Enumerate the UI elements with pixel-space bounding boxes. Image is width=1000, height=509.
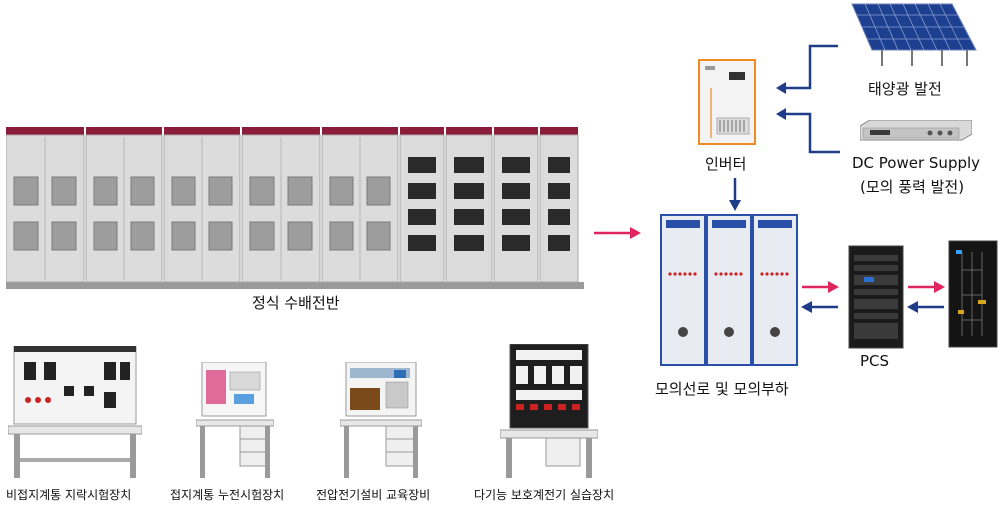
arrow-grid-to-pcs [906,300,946,314]
arrow-pcs-to-sim [800,300,840,314]
arrow-pcs-to-grid [906,280,946,294]
arrow-inverter-to-sim [728,178,742,212]
trainer3-label: 전압전기설비 교육장비 [316,488,431,502]
arrow-sim-to-pcs [800,280,840,294]
sim-line-load-image [660,214,798,366]
trainer1-label: 비접지계통 지락시험장치 [6,488,132,502]
trainer2-label: 접지계통 누전시험장치 [170,488,285,502]
trainer1-image [8,346,142,480]
grid-cabinet-image [948,240,998,348]
sim-line-load-label: 모의선로 및 모의부하 [655,380,789,398]
arrow-to-sim-line [594,226,642,240]
dc-supply-label-line1: DC Power Supply [852,154,981,172]
switchboard-image [6,127,584,289]
trainer2-image [196,362,274,480]
dc-supply-label-line2: (모의 풍력 발전) [860,178,965,196]
trainer3-image [340,362,422,480]
switchboard-label: 정식 수배전반 [252,294,340,312]
solar-panel-icon [842,2,978,68]
inverter-cabinet-icon [697,58,757,146]
trainer4-label: 다기능 보호계전기 실습장치 [474,488,615,502]
trainer4-image [500,344,598,480]
inverter-label: 인버터 [705,155,747,173]
solar-label: 태양광 발전 [868,80,942,98]
pcs-label: PCS [860,352,890,370]
rack-unit-icon [860,120,972,142]
arrow-dc-to-inverter [776,106,842,156]
arrow-solar-to-inverter [776,44,840,96]
pcs-cabinet-icon [848,245,904,349]
